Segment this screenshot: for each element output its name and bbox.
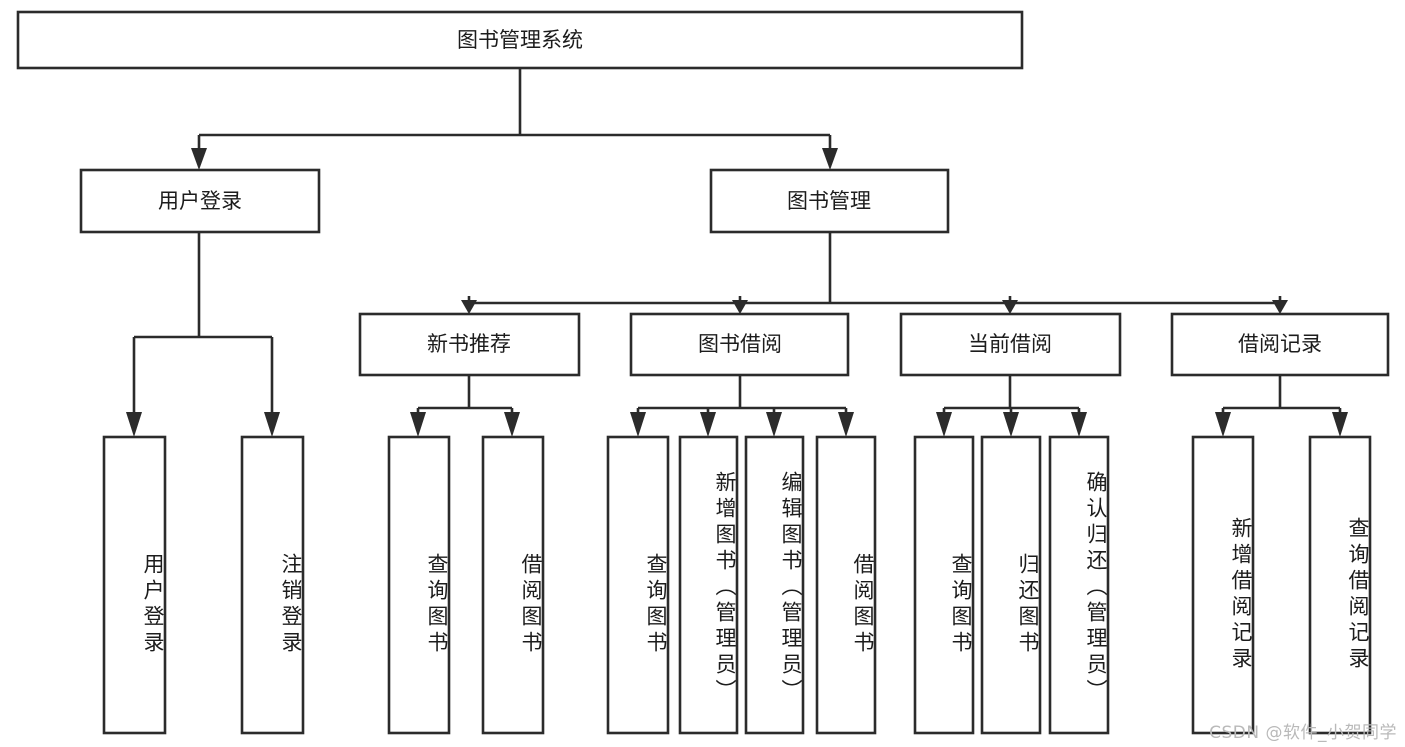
connector-group-borrow-records-to-leaves — [1215, 375, 1348, 437]
node-level3-borrow-records-box[interactable] — [1170, 312, 1390, 377]
node-leaf-query-book-2-box[interactable] — [606, 435, 670, 735]
node-leaf-query-book-1-box[interactable] — [387, 435, 451, 735]
connector-group-book-borrow-to-leaves — [630, 375, 854, 437]
node-leaf-logout-box[interactable] — [240, 435, 305, 735]
node-level3-borrow-records-label: 借阅记录 — [1238, 332, 1322, 356]
arrow-head-leaf-query-book-1 — [410, 412, 426, 437]
node-level2-book-management-box[interactable] — [709, 168, 950, 234]
arrow-head-current-borrow — [1002, 300, 1018, 314]
arrow-head-leaf-query-book-3 — [936, 412, 952, 437]
arrow-head-leaf-add-record — [1215, 412, 1231, 437]
node-root-box[interactable] — [16, 10, 1024, 70]
node-level3-book-borrow-label: 图书借阅 — [698, 332, 782, 356]
node-level2-user-login-label: 用户登录 — [158, 189, 242, 213]
node-level3-new-book-recommend-box[interactable] — [358, 312, 581, 377]
arrow-head-book-borrow — [732, 300, 748, 314]
arrow-head-new-book-recommend — [461, 300, 477, 314]
node-leaf-add-book-box[interactable] — [678, 435, 739, 735]
node-level2-book-management-label: 图书管理 — [787, 189, 871, 213]
arrow-head-leaf-logout — [264, 412, 280, 437]
arrow-head-borrow-records — [1272, 300, 1288, 314]
connector-group-root-to-level2 — [191, 68, 838, 170]
node-level3-current-borrow-box[interactable] — [899, 312, 1122, 377]
node-root-label: 图书管理系统 — [457, 28, 583, 52]
node-leaf-borrow-book-1-box[interactable] — [481, 435, 545, 735]
node-level3-new-book-recommend-label: 新书推荐 — [427, 332, 511, 356]
node-level3-current-borrow-label: 当前借阅 — [968, 332, 1052, 356]
node-leaf-confirm-return-box[interactable] — [1048, 435, 1110, 735]
arrow-head-user-login — [191, 148, 207, 170]
node-leaf-borrow-book-2-box[interactable] — [815, 435, 877, 735]
node-leaf-edit-book-box[interactable] — [744, 435, 805, 735]
arrow-head-leaf-return-book — [1003, 412, 1019, 437]
node-leaf-query-record-box[interactable] — [1308, 435, 1372, 735]
arrow-head-leaf-user-login — [126, 412, 142, 437]
connector-group-current-borrow-to-leaves — [936, 375, 1087, 437]
watermark-label: CSDN @软件_小贺同学 — [1209, 723, 1397, 743]
node-leaf-add-record-box[interactable] — [1191, 435, 1255, 735]
node-leaf-query-book-3-box[interactable] — [913, 435, 975, 735]
node-leaf-return-book-box[interactable] — [980, 435, 1042, 735]
arrow-head-leaf-query-record — [1332, 412, 1348, 437]
arrow-head-leaf-edit-book — [766, 412, 782, 437]
connector-group-book-mgmt-to-level3 — [461, 232, 1288, 314]
connector-group-user-login-to-leaves — [126, 232, 280, 437]
node-leaf-user-login-box[interactable] — [102, 435, 167, 735]
arrow-head-leaf-add-book — [700, 412, 716, 437]
arrow-head-book-mgmt — [822, 148, 838, 170]
arrow-head-leaf-query-book-2 — [630, 412, 646, 437]
arrow-head-leaf-borrow-book-1 — [504, 412, 520, 437]
arrow-head-leaf-borrow-book-2 — [838, 412, 854, 437]
node-level2-user-login-box[interactable] — [79, 168, 321, 234]
node-level3-book-borrow-box[interactable] — [629, 312, 850, 377]
arrow-head-leaf-confirm-return — [1071, 412, 1087, 437]
connector-group-new-book-recommend-to-leaves — [410, 375, 520, 437]
